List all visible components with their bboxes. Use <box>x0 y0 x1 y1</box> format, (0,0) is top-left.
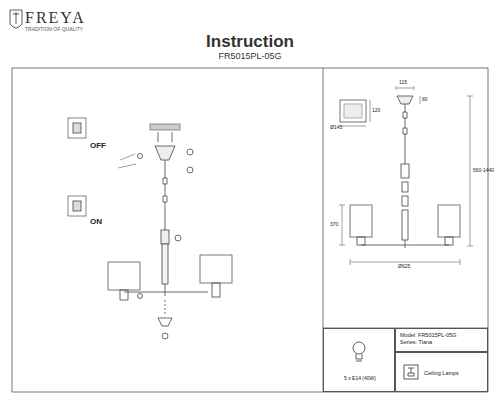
model-number: FR5015PL-05G <box>0 52 500 62</box>
switch-label: OFF <box>90 142 106 151</box>
cell-text: Model: FR5015PL-05G <box>400 332 487 339</box>
logo-text: TRADITION OF QUALITY <box>25 27 83 33</box>
info-cell: Model: FR5015PL-05GSeries: Tiana <box>395 328 488 352</box>
switch-label: ON <box>90 218 102 227</box>
cell-text: 5 x E14 (40W) <box>344 375 394 381</box>
dimension: 80 <box>422 97 428 103</box>
dimension: 370 <box>330 222 338 228</box>
info-cell: 5 x E14 (40W) <box>323 328 395 392</box>
dimension: 115 <box>399 80 407 86</box>
dimension: 560-1440 <box>473 168 494 174</box>
cell-text: Series: Tiana <box>400 339 487 346</box>
title: Instruction <box>0 33 500 52</box>
logo-text: FREYA <box>25 9 86 27</box>
dimension: 120 <box>372 108 380 114</box>
cell-text: Ceiling Lamps <box>424 370 487 377</box>
dimension: Ø625 <box>398 264 410 270</box>
dimension: Ø145 <box>330 125 342 131</box>
info-cell: Ceiling Lamps <box>395 352 488 392</box>
